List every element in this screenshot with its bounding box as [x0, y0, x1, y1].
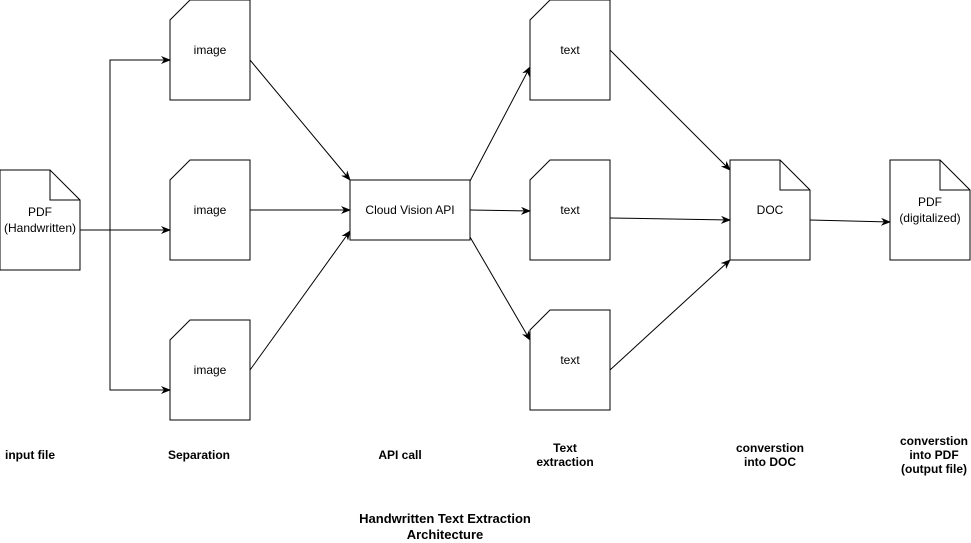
text-node-1-label: text — [560, 43, 580, 57]
image-node-2: image — [169, 159, 251, 261]
stage-label-input: input file — [5, 448, 55, 462]
diagram-title: Handwritten Text Extraction Architecture — [359, 511, 531, 542]
input-pdf-label-line2: (Handwritten) — [4, 221, 76, 235]
stage-label-text-extraction: Text extraction — [536, 441, 594, 469]
text-node-2-label: text — [560, 203, 580, 217]
cloud-vision-api-node: Cloud Vision API — [349, 179, 471, 241]
doc-node: DOC — [729, 159, 811, 261]
edge-input-to-image-1 — [80, 56, 171, 231]
edge-input-to-image-3 — [109, 230, 171, 394]
image-node-1: image — [169, 0, 251, 101]
edge-api-to-text-1 — [469, 66, 531, 182]
doc-node-label: DOC — [757, 203, 784, 217]
output-pdf-label-line1: PDF — [918, 195, 942, 209]
edge-api-to-text-2 — [469, 206, 531, 215]
edge-text-1-to-doc — [609, 49, 731, 171]
image-node-3-label: image — [194, 363, 227, 377]
edge-image-1-to-api — [249, 59, 351, 181]
connectors — [80, 49, 891, 394]
output-pdf-label-line2: (digitalized) — [899, 211, 960, 225]
stage-label-api-call: API call — [378, 448, 422, 462]
text-node-3-label: text — [560, 353, 580, 367]
text-node-3: text — [529, 309, 611, 411]
image-node-2-label: image — [194, 203, 227, 217]
edge-api-to-text-3 — [469, 236, 531, 341]
image-node-3: image — [169, 319, 251, 421]
edge-doc-to-output-pdf — [809, 217, 891, 226]
cloud-vision-api-label: Cloud Vision API — [365, 203, 454, 217]
input-pdf-node: PDF (Handwritten) — [0, 169, 81, 271]
edge-text-3-to-doc — [609, 259, 731, 371]
stage-label-separation: Separation — [167, 448, 231, 462]
input-pdf-label-line1: PDF — [28, 205, 52, 219]
stage-label-pdf-conversion: converstion into PDF (output file) — [899, 434, 969, 476]
edge-image-3-to-api — [249, 230, 351, 371]
stage-label-doc-conversion: converstion into DOC — [735, 441, 805, 469]
text-node-1: text — [529, 0, 611, 101]
output-pdf-node: PDF (digitalized) — [889, 159, 971, 261]
text-node-2: text — [529, 159, 611, 261]
edge-text-2-to-doc — [609, 215, 731, 224]
image-node-1-label: image — [194, 43, 227, 57]
